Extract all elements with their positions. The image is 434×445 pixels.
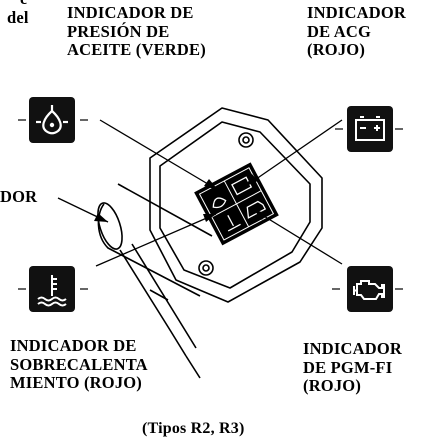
pgm-fi-label: INDICADOR DE PGM-FI (ROJO)	[303, 339, 402, 396]
overheat-label-line2: SOBRECALENTA	[10, 354, 148, 374]
stem	[119, 243, 197, 357]
arrowhead-pgm	[254, 210, 266, 220]
left-fragment-label: DOR	[0, 187, 38, 206]
mount-hole-bottom-inner	[202, 264, 210, 272]
pointer-acg	[245, 119, 343, 187]
pgm-fi-label-line2: DE PGM-FI	[303, 357, 393, 377]
oil-pressure-icon	[29, 97, 75, 143]
oil-pressure-label-line3: ACEITE (VERDE)	[67, 40, 206, 59]
lower-bracket	[149, 289, 201, 379]
battery-icon	[347, 106, 393, 152]
arrowhead-oil	[204, 179, 218, 190]
arrowhead-left	[94, 213, 108, 222]
handlebar-end	[97, 202, 123, 250]
arrowhead-overheat	[203, 214, 216, 222]
acg-label-line1: INDICADOR	[307, 3, 406, 22]
pgm-fi-label-line1: INDICADOR	[303, 339, 402, 358]
pointer-overheat	[95, 213, 217, 267]
pointer-oil	[99, 119, 219, 191]
overheat-label: INDICADOR DE SOBRECALENTA MIENTO (ROJO)	[10, 336, 148, 393]
mount-hole-top	[238, 132, 254, 148]
pgm-fi-label-line3: (ROJO)	[303, 376, 362, 395]
caption: (Tipos R2, R3)	[142, 420, 245, 437]
acg-label: INDICADOR DE ACG (ROJO)	[307, 3, 406, 60]
acg-label-line2: DE ACG	[307, 21, 372, 41]
pointer-pgm	[253, 209, 343, 265]
overheat-label-line3: MIENTO (ROJO)	[10, 373, 143, 392]
top-left-fragment: e del	[7, 0, 29, 27]
mount-hole-top-inner	[242, 136, 250, 144]
arrowhead-acg	[246, 174, 258, 186]
coolant-temperature-icon	[29, 266, 75, 312]
oil-pressure-label: INDICADOR DE PRESIÓN DE ACEITE (VERDE)	[67, 3, 206, 60]
housing-inner-edge	[159, 121, 311, 289]
mount-hole-bottom	[198, 260, 214, 276]
engine-check-icon	[347, 266, 393, 312]
handlebar-tube	[97, 183, 213, 297]
oil-pressure-label-line2: PRESIÓN DE	[67, 21, 170, 41]
acg-label-line3: (ROJO)	[307, 40, 366, 59]
oil-pressure-label-line1: INDICADOR DE	[67, 3, 194, 22]
overheat-label-line1: INDICADOR DE	[10, 336, 137, 355]
